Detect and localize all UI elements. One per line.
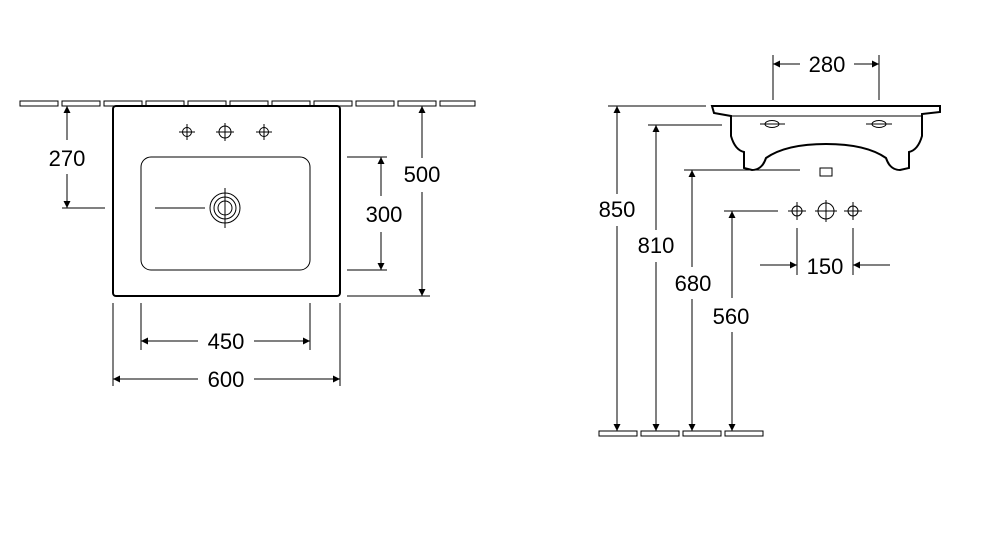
basin-bowl [140,156,311,271]
dim-150: 150 [760,228,890,279]
basin-outline [112,105,341,297]
tap-holes-side [788,200,862,222]
dim-300: 300 [347,156,403,271]
dim-560-label: 560 [713,304,750,329]
dim-680-label: 680 [675,271,712,296]
drain-front [155,188,241,228]
dim-500-label: 500 [404,162,441,187]
wall-tiles-front [19,100,476,107]
tap-holes-front [179,123,272,141]
front-view: 270 300 500 450 [19,100,476,392]
dim-300-label: 300 [366,202,403,227]
dim-810: 810 [638,124,722,431]
dim-150-label: 150 [807,254,844,279]
dim-850-label: 850 [599,197,636,222]
dim-850: 850 [599,105,706,431]
floor-tiles-side [598,430,764,437]
dim-560: 560 [713,210,778,431]
dim-500: 500 [347,106,441,297]
dim-280-label: 280 [809,52,846,77]
dim-450-label: 450 [208,329,245,354]
dim-270-label: 270 [49,146,86,171]
dim-600: 600 [112,303,341,392]
side-view: 280 15 [598,52,941,437]
dim-450: 450 [140,303,311,354]
dim-280: 280 [772,52,880,100]
dim-600-label: 600 [208,367,245,392]
basin-side-profile [710,105,941,177]
dim-680: 680 [675,169,800,431]
dim-270: 270 [49,106,105,209]
dim-810-label: 810 [638,233,675,258]
